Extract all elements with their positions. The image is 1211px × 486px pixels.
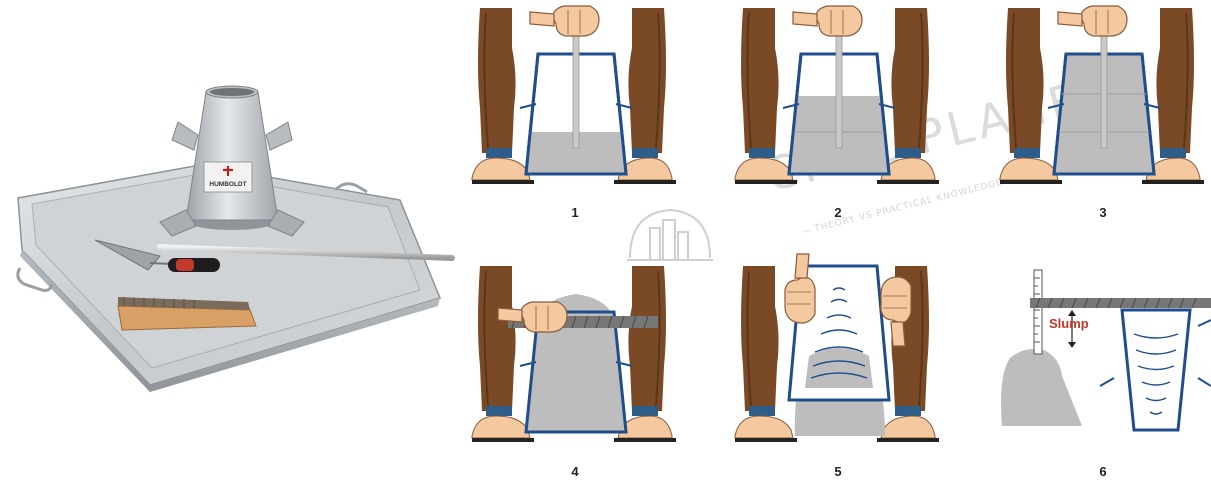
step-number-4: 4 (555, 464, 595, 479)
step-2-panel (735, 6, 939, 184)
step-6-panel (1001, 270, 1211, 430)
step-number-6: 6 (1083, 464, 1123, 479)
step-number-2: 2 (818, 205, 858, 220)
step-number-5: 5 (818, 464, 858, 479)
slump-label: Slump (1049, 316, 1089, 331)
step-1-panel (472, 6, 676, 184)
step-3-panel (1000, 6, 1204, 184)
step-number-1: 1 (555, 205, 595, 220)
step-5-panel (735, 254, 939, 442)
step-number-3: 3 (1083, 205, 1123, 220)
step-4-panel (472, 266, 676, 442)
